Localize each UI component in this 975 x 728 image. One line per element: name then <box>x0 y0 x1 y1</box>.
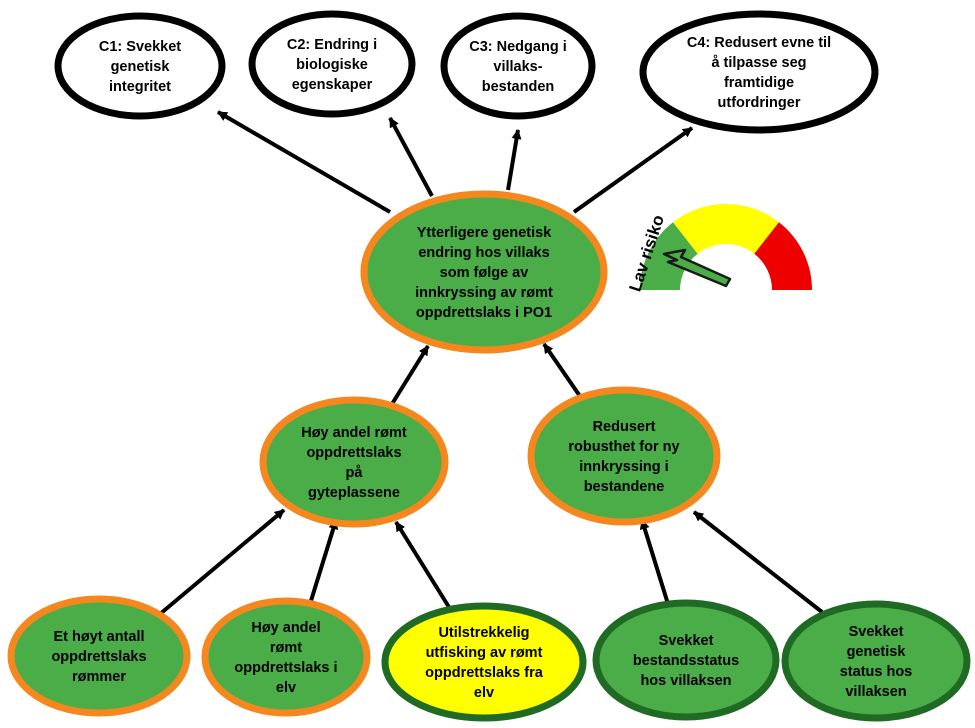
cause-high-share-spawning-line: oppdrettslaks <box>306 445 401 461</box>
cause-high-share-river-line: Høy andel <box>251 620 320 636</box>
arrow-central-to-c1 <box>216 110 392 214</box>
cause-high-share-spawning-line: Høy andel rømt <box>301 425 407 441</box>
consequence-c2-line: biologiske <box>296 57 368 73</box>
consequence-c3-line: villaks- <box>493 59 542 75</box>
consequence-c3-line: C3: Nedgang i <box>469 39 566 55</box>
central-event-line: Ytterligere genetisk <box>417 225 553 241</box>
cause-high-share-river-line: elv <box>276 680 296 696</box>
cause-weak-genetic-status-line: Svekket <box>849 624 904 640</box>
cause-reduced-robustness: Redusert robusthet for ny innkryssing i bes… <box>527 386 721 526</box>
central-event: Ytterligere genetisk endring hos villaks s… <box>360 190 608 354</box>
consequence-c4-line: å tilpasse seg <box>711 55 806 71</box>
cause-high-share-river: Høy andel rømt oppdrettslaks i elv <box>201 597 371 717</box>
central-event-line: endring hos villaks <box>418 245 549 261</box>
arrow-midright-to-central <box>542 342 586 404</box>
arrow-central-to-c2 <box>388 117 434 197</box>
cause-high-share-river-line: oppdrettslaks i <box>234 660 337 676</box>
gauge-segment-medium <box>673 204 779 254</box>
cause-reduced-robustness-line: robusthet for ny <box>568 439 679 455</box>
cause-insufficient-removal: Utilstrekkelig utfisking av rømt oppdretts… <box>381 602 587 722</box>
cause-many-escapes: Et høyt antall oppdrettslaks rømmer <box>7 595 191 717</box>
cause-high-share-spawning-line: gyteplassene <box>308 485 400 501</box>
consequence-c3-line: bestanden <box>482 79 555 95</box>
gauge-needle-icon <box>662 248 732 288</box>
arrow-b1-to-midleft <box>158 508 286 616</box>
cause-weak-genetic-status-line: genetisk <box>847 644 907 660</box>
consequence-c1-line: integritet <box>109 79 171 95</box>
cause-weak-genetic-status-line: status hos <box>840 664 913 680</box>
cause-weak-population-status: Svekket bestandsstatus hos villaksen <box>592 599 780 721</box>
cause-weak-population-status-line: hos villaksen <box>640 673 731 689</box>
cause-reduced-robustness-line: innkryssing i <box>579 459 668 475</box>
consequence-c4: C4: Redusert evne til å tilpasse seg framt… <box>639 10 879 134</box>
nodes: C1: Svekket genetisk integritet C2: Endring… <box>7 10 971 722</box>
cause-many-escapes-line: Et høyt antall <box>53 629 144 645</box>
consequence-c4-line: utfordringer <box>718 95 801 111</box>
consequence-c1-line: C1: Svekket <box>99 39 181 55</box>
central-event-line: oppdrettslaks i PO1 <box>416 305 552 321</box>
consequence-c1: C1: Svekket genetisk integritet <box>54 12 226 120</box>
arrow-central-to-c4 <box>572 126 694 214</box>
cause-high-share-spawning-line: på <box>346 465 364 481</box>
cause-high-share-river-line: rømt <box>270 640 302 656</box>
consequence-c2-line: C2: Endring i <box>287 37 377 53</box>
cause-weak-population-status-line: bestandsstatus <box>633 653 739 669</box>
arrow-b5-to-midright <box>692 510 824 614</box>
consequence-c3: C3: Nedgang i villaks-bestanden <box>440 12 596 120</box>
arrows <box>158 110 824 616</box>
cause-weak-genetic-status: Svekket genetisk status hos villaksen <box>781 600 971 722</box>
consequence-c4-line: framtidige <box>724 75 794 91</box>
arrow-b4-to-midright <box>639 519 670 605</box>
arrow-central-to-c3 <box>506 129 522 191</box>
gauge-segment-high <box>754 222 812 290</box>
cause-insufficient-removal-line: elv <box>474 685 494 701</box>
cause-insufficient-removal-line: oppdrettslaks fra <box>425 665 544 681</box>
consequence-c1-line: genetisk <box>111 59 171 75</box>
arrow-midleft-to-central <box>390 344 430 406</box>
risk-gauge: Lav risiko <box>625 204 812 294</box>
cause-high-share-spawning: Høy andel rømt oppdrettslaks på gyteplassen… <box>259 396 449 528</box>
central-event-line: innkryssing av rømt <box>415 285 553 301</box>
consequence-c4-line: C4: Redusert evne til <box>687 35 831 51</box>
cause-many-escapes-line: oppdrettslaks <box>51 649 146 665</box>
consequence-c2-line: egenskaper <box>292 77 373 93</box>
cause-reduced-robustness-line: Redusert <box>593 419 656 435</box>
cause-weak-population-status-line: Svekket <box>659 633 714 649</box>
cause-weak-genetic-status-line: villaksen <box>845 684 906 700</box>
arrow-b2-to-midleft <box>308 519 339 605</box>
cause-reduced-robustness-line: bestandene <box>584 479 665 495</box>
cause-insufficient-removal-line: utfisking av rømt <box>426 645 543 661</box>
cause-many-escapes-line: rømmer <box>72 669 126 685</box>
cause-insufficient-removal-line: Utilstrekkelig <box>438 625 529 641</box>
central-event-line: som følge av <box>440 265 529 281</box>
arrow-b3-to-midleft <box>394 520 454 614</box>
consequence-c2: C2: Endring i biologiske egenskaper <box>248 10 416 118</box>
